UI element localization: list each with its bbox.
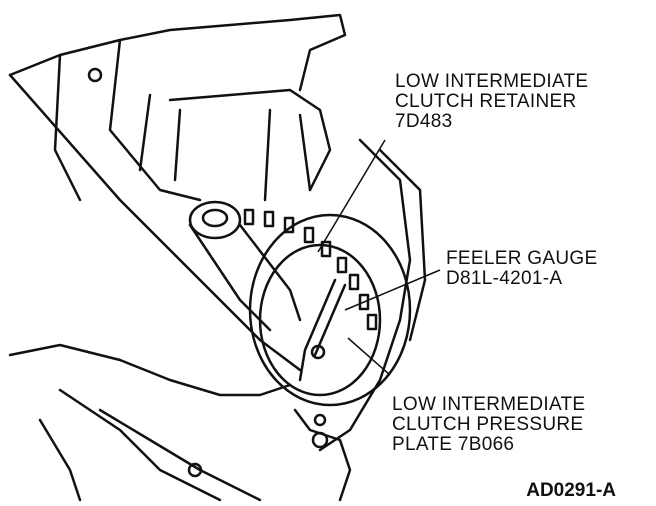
leader-gauge [344, 269, 441, 311]
case-ribs [138, 93, 312, 202]
label-feeler-gauge: FEELER GAUGE D81L-4201-A [446, 249, 597, 289]
shaft-bore [201, 208, 229, 228]
shaft-body [188, 223, 302, 332]
figure-code: AD0291-A [526, 480, 616, 501]
label-retainer-line2: CLUTCH RETAINER [395, 91, 577, 112]
case-left-bottom [38, 418, 82, 502]
label-retainer-line1: LOW INTERMEDIATE [395, 71, 589, 92]
bolt-hole-2 [187, 462, 203, 478]
label-plate-line2: CLUTCH PRESSURE [392, 414, 584, 435]
lower-hand [8, 343, 292, 397]
bolt-hole-4 [313, 413, 327, 427]
hand-edge [8, 73, 302, 372]
label-plate-line3: PLATE 7B066 [392, 434, 515, 455]
case-lower-right [293, 408, 352, 502]
case-inner [168, 88, 332, 192]
bolt-hole-1 [87, 67, 103, 83]
case-right-flange [378, 148, 427, 342]
label-retainer-line3: 7D483 [395, 111, 453, 132]
label-retainer: LOW INTERMEDIATE CLUTCH RETAINER 7D483 [395, 72, 588, 132]
case-outline [8, 13, 347, 92]
label-plate-line1: LOW INTERMEDIATE [392, 394, 586, 415]
leader-retainer [317, 139, 386, 253]
clutch-teeth [243, 208, 378, 331]
shaft-end [188, 200, 242, 240]
label-gauge-line2: D81L-4201-A [446, 268, 563, 289]
label-gauge-line1: FEELER GAUGE [446, 248, 598, 269]
clutch-drum-inner [258, 243, 382, 397]
leader-plate [347, 337, 391, 376]
case-right-wall [318, 138, 412, 452]
case-body [53, 38, 202, 202]
feeler-gauge-blade [298, 278, 347, 382]
case-bottom [58, 388, 262, 502]
label-pressure-plate: LOW INTERMEDIATE CLUTCH PRESSURE PLATE 7… [392, 395, 585, 455]
feeler-gauge-pivot [310, 344, 326, 360]
